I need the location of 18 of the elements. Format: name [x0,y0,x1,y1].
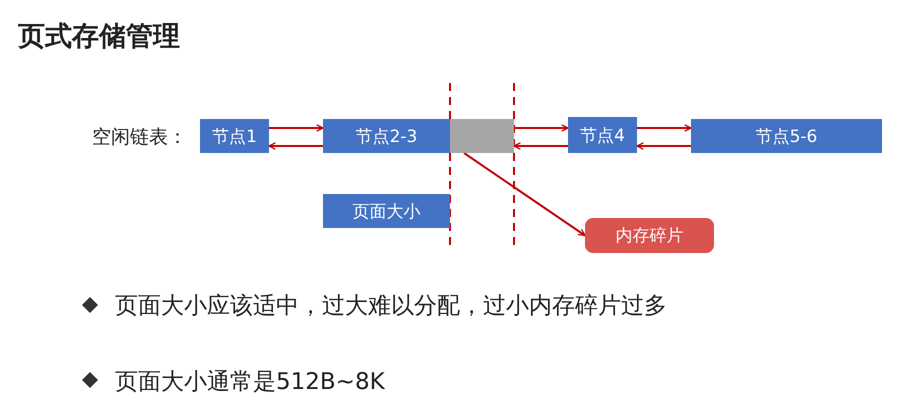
arrow [514,124,569,132]
title: 页式存储管理 [18,20,180,54]
fragment-label-box: 内存碎片 [585,218,714,253]
bullet-text: 页面大小通常是512B~8K [115,368,385,397]
fragment-block [450,119,514,153]
arrow [463,152,586,236]
bullet-text: 页面大小应该适中，过大难以分配，过小内存碎片过多 [115,292,667,321]
arrow [269,124,324,132]
arrow [637,124,692,132]
arrow [268,142,323,150]
page-size-box: 页面大小 [323,194,450,228]
list-node: 节点2-3 [323,119,450,153]
list-label: 空闲链表： [92,125,187,150]
arrow [513,142,568,150]
list-node: 节点5-6 [691,119,882,153]
list-node: 节点1 [200,119,269,153]
list-node: 节点4 [568,117,637,153]
arrow [636,142,691,150]
